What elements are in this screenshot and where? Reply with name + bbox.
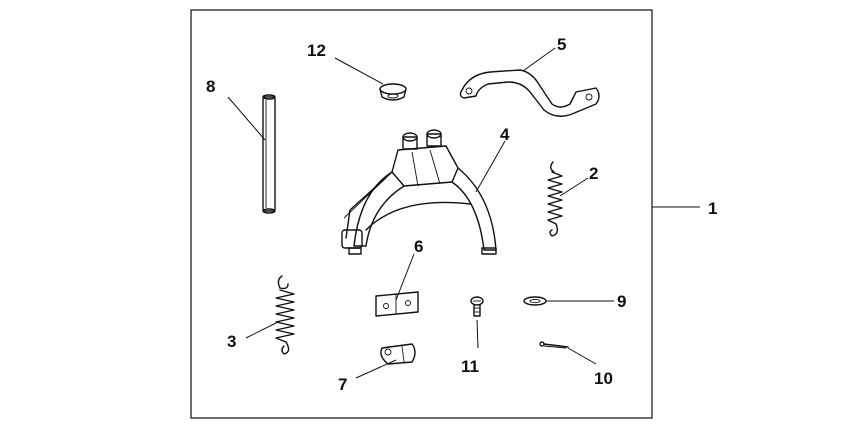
part-11-screw: 11	[461, 296, 484, 376]
svg-text:8: 8	[206, 77, 215, 96]
diagram-frame	[190, 9, 653, 419]
svg-text:12: 12	[307, 41, 326, 60]
part-3-spring-large: 3	[227, 275, 295, 355]
svg-text:7: 7	[338, 375, 347, 394]
svg-text:2: 2	[589, 164, 598, 183]
part-4-main-stand: 4	[341, 125, 510, 255]
svg-text:5: 5	[557, 35, 566, 54]
svg-text:10: 10	[594, 369, 613, 388]
svg-text:1: 1	[708, 199, 717, 218]
svg-text:4: 4	[500, 125, 510, 144]
svg-text:11: 11	[461, 357, 479, 376]
callout-1: 1	[652, 199, 717, 218]
svg-text:9: 9	[617, 292, 626, 311]
part-8-pivot-pipe: 8	[206, 77, 276, 214]
part-2-spring-small: 2	[547, 161, 598, 237]
svg-text:3: 3	[227, 332, 236, 351]
part-10-cotter-pin: 10	[539, 341, 613, 388]
part-6-clip-bracket: 6	[375, 237, 423, 317]
svg-text:6: 6	[414, 237, 423, 256]
part-5-bracket-arm: 5	[459, 35, 600, 117]
part-9-washer: 9	[523, 292, 626, 311]
part-12-grommet: 12	[307, 41, 407, 101]
part-7-clamp: 7	[338, 343, 416, 394]
